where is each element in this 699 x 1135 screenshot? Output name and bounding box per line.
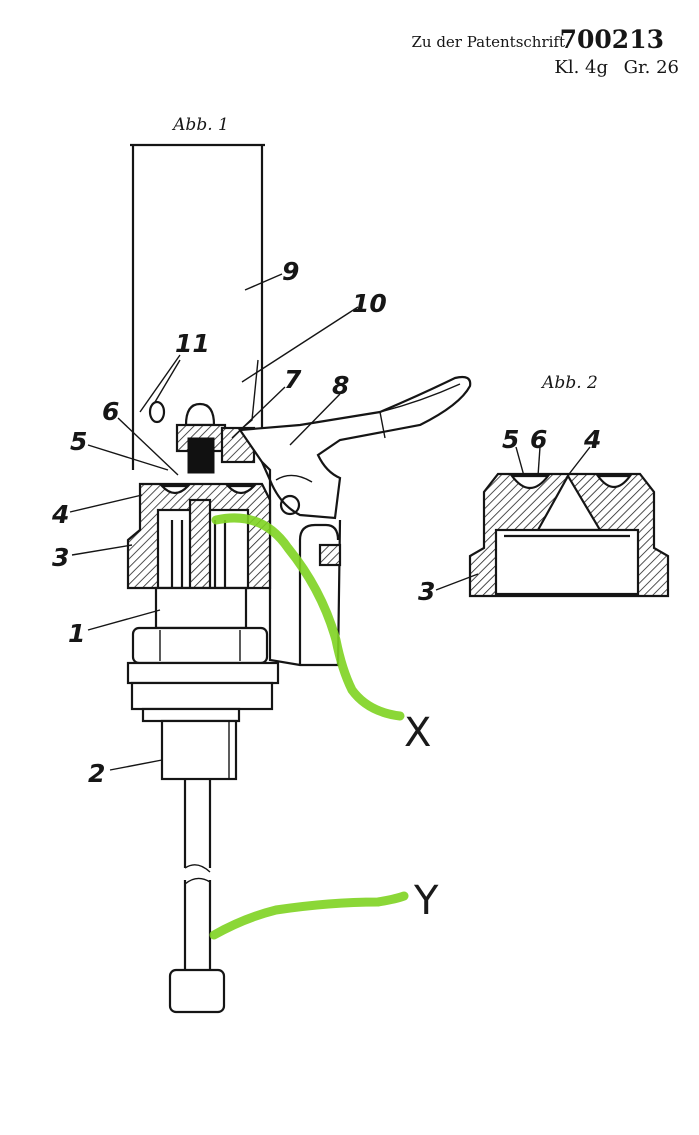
class-label: Kl. 4g: [554, 57, 608, 78]
section-leaders: [435, 446, 591, 591]
annotation-stroke-y: [209, 891, 409, 940]
pivot-pin: [279, 494, 301, 516]
valve-cap: [175, 402, 256, 474]
label-3: 3: [52, 543, 69, 572]
header-prefix: Zu der Patentschrift: [411, 33, 565, 51]
label-8: 8: [332, 371, 349, 400]
label-7: 7: [284, 365, 302, 394]
valve-body: [154, 586, 248, 630]
pivot-arc: [275, 474, 313, 483]
group-label: Gr. 26: [624, 57, 679, 78]
figure-2: Abb. 2 3 4 5 6: [418, 373, 670, 606]
flange-step: [141, 707, 241, 723]
label-2: 2: [88, 759, 105, 788]
section-cup-right: [595, 474, 633, 489]
label-4: 4: [51, 500, 69, 529]
leader-lines: [69, 273, 359, 771]
flange: [126, 661, 280, 685]
bore-walls: [170, 520, 227, 588]
annotation-label-y: Y: [413, 878, 439, 924]
nut-facets: [159, 630, 241, 661]
lever-edge: [379, 383, 461, 439]
annotations: X Y: [209, 513, 439, 940]
hex-nut: [131, 626, 269, 665]
shaft-break: [184, 864, 211, 885]
label-10: 10: [352, 289, 387, 318]
label-1: 1: [68, 619, 85, 648]
sleeve: [160, 719, 238, 781]
label-5: 5: [70, 427, 87, 456]
annotation-label-x: X: [404, 710, 431, 756]
figure-1-caption: Abb. 1: [171, 115, 229, 135]
vent-hole: [148, 400, 166, 424]
label-11: 11: [175, 329, 210, 358]
section-label-3: 3: [418, 577, 435, 606]
section-label-4: 4: [583, 425, 601, 454]
shaft-head: [168, 968, 226, 1014]
figure-1: Abb. 1: [51, 115, 472, 1014]
label-9: 9: [282, 257, 299, 286]
frame-lug: [318, 543, 342, 567]
patent-header: Zu der Patentschrift 700213 Kl. 4g Gr. 2…: [411, 25, 679, 78]
shaft: [183, 779, 212, 970]
section-bore: [494, 528, 640, 596]
inner-wall: [239, 359, 259, 431]
cup-left: [159, 484, 191, 495]
lever: [238, 375, 472, 520]
tube: [131, 145, 264, 470]
figure-2-caption: Abb. 2: [540, 373, 598, 393]
section-cup-left: [509, 474, 551, 490]
flange-lower: [130, 681, 274, 711]
label-6: 6: [102, 397, 119, 426]
annotation-stroke-x: [211, 513, 405, 721]
section-label-5: 5: [502, 425, 519, 454]
patent-number: 700213: [560, 25, 664, 54]
section-label-6: 6: [530, 425, 547, 454]
center-pin: [188, 498, 212, 590]
cup-right: [225, 484, 257, 495]
